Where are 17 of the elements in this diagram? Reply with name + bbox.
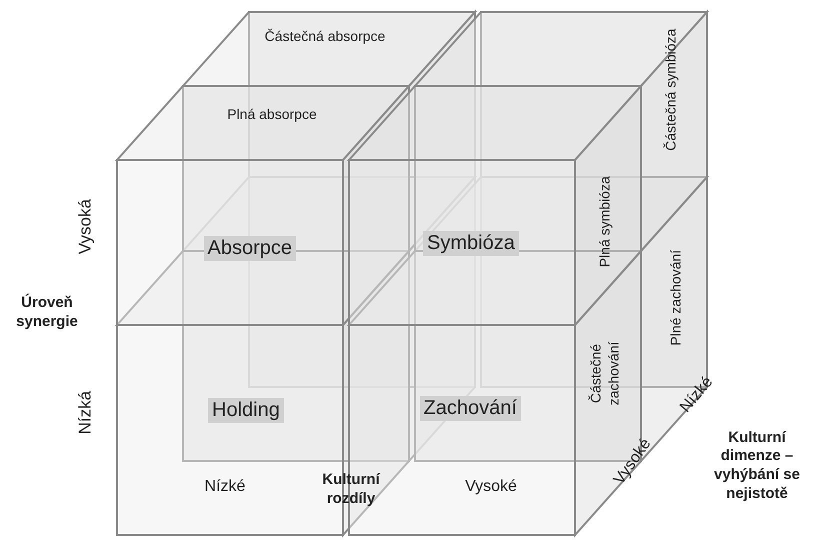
axis-title: Kulturní dimenze – vyhýbání se nejistotě [713,428,801,504]
axis-value-label: Nízká [74,389,96,436]
face-label: Částečná symbióza [662,28,680,153]
axis-value-label: Vysoká [74,198,96,256]
axis-title: Úroveň synergie [15,294,79,332]
face-label: Částečné zachování [588,340,622,407]
quadrant-label: Absorpce [204,236,296,260]
face-label: Částečná absorpce [264,28,386,46]
face-label: Plná symbióza [596,175,614,270]
quadrant-label: Symbióza [423,230,519,256]
face-label: Plné zachování [667,248,684,348]
quadrant-label: Zachování [420,396,521,420]
axis-value-label: Vysoké [464,477,518,497]
face-label: Plná absorpce [226,106,318,124]
quadrant-label: Holding [208,398,284,422]
axis-title: Kulturní rozdíly [321,471,382,508]
axis-value-label: Nízké [204,477,246,497]
